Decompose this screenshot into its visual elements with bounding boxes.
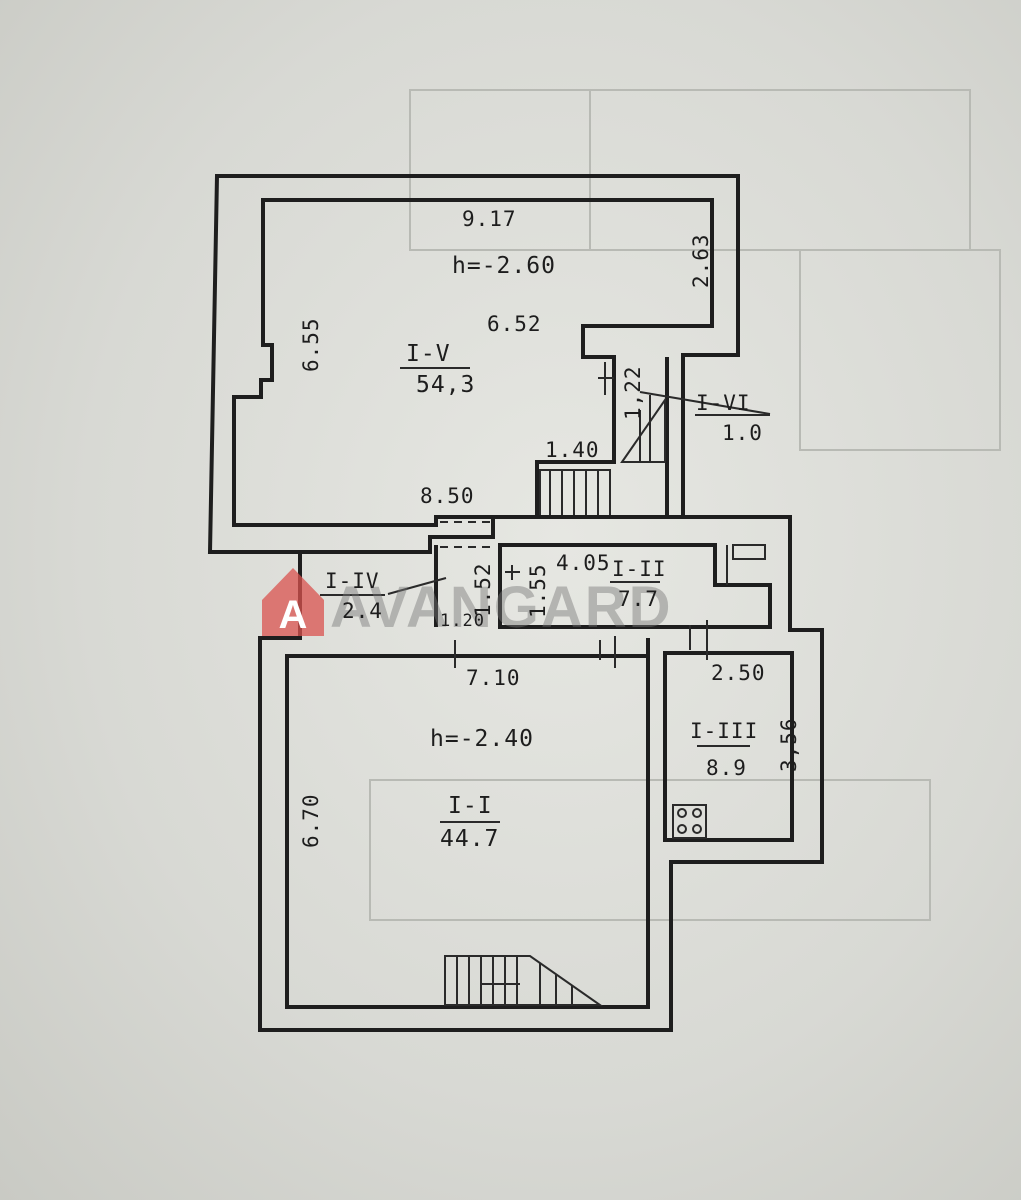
room-i-v-id: I-V (406, 341, 451, 367)
leader-line (639, 391, 771, 415)
height-i-v: h=-2.60 (452, 253, 556, 279)
dim-i-ii-a: 4.05 (556, 551, 611, 575)
stair-i-v (539, 469, 611, 517)
room-i-ii-area: 7.7 (618, 587, 659, 611)
room-i-vi-area: 1.0 (722, 421, 763, 445)
watermark-text: AVANGARD (330, 575, 673, 640)
stair-i-i (444, 955, 604, 1006)
dim-i-v-left: 6.55 (299, 317, 323, 372)
room-i-ii-id: I-II (612, 557, 667, 581)
room-i-iii-id: I-III (690, 719, 758, 743)
room-i-iv-area: 2.4 (342, 599, 383, 623)
stair-i-vi (598, 357, 669, 517)
room-i-i-walls (285, 636, 650, 1009)
room-i-iii-walls (663, 620, 794, 842)
room-i-iv-id: I-IV (325, 569, 380, 593)
dim-i-i-left: 6.70 (299, 793, 323, 848)
dim-i-iv-b: 1.20 (440, 611, 485, 631)
height-i-i: h=-2.40 (430, 726, 534, 752)
dim-i-iii-right: 3,56 (777, 717, 801, 772)
room-i-i-id: I-I (448, 793, 493, 819)
dim-i-v-bottom: 8.50 (420, 484, 475, 508)
logo-letter: A (279, 593, 308, 637)
leader-line (387, 577, 447, 595)
dim-i-vi: 1,22 (621, 365, 645, 420)
dim-i-ii-b: 1.55 (526, 563, 550, 618)
room-i-vi-id: I-VI (696, 391, 751, 415)
room-i-i-area: 44.7 (440, 826, 499, 852)
dim-i-v-step: 1.40 (545, 438, 600, 462)
dim-i-iv-a: 1.52 (471, 562, 495, 617)
dim-i-v-top: 9.17 (462, 207, 517, 231)
room-i-v-area: 54,3 (416, 372, 475, 398)
logo-house-icon (262, 568, 324, 636)
stove-icon (672, 804, 707, 839)
dim-i-v-right: 2.63 (689, 233, 713, 288)
watermark: A AVANGARD (262, 568, 673, 640)
dim-i-v-inner: 6.52 (487, 312, 542, 336)
corridor-walls (258, 515, 824, 1032)
dim-i-i-top: 7.10 (466, 666, 521, 690)
dim-i-iii-top: 2.50 (711, 661, 766, 685)
room-i-iii-area: 8.9 (706, 756, 747, 780)
